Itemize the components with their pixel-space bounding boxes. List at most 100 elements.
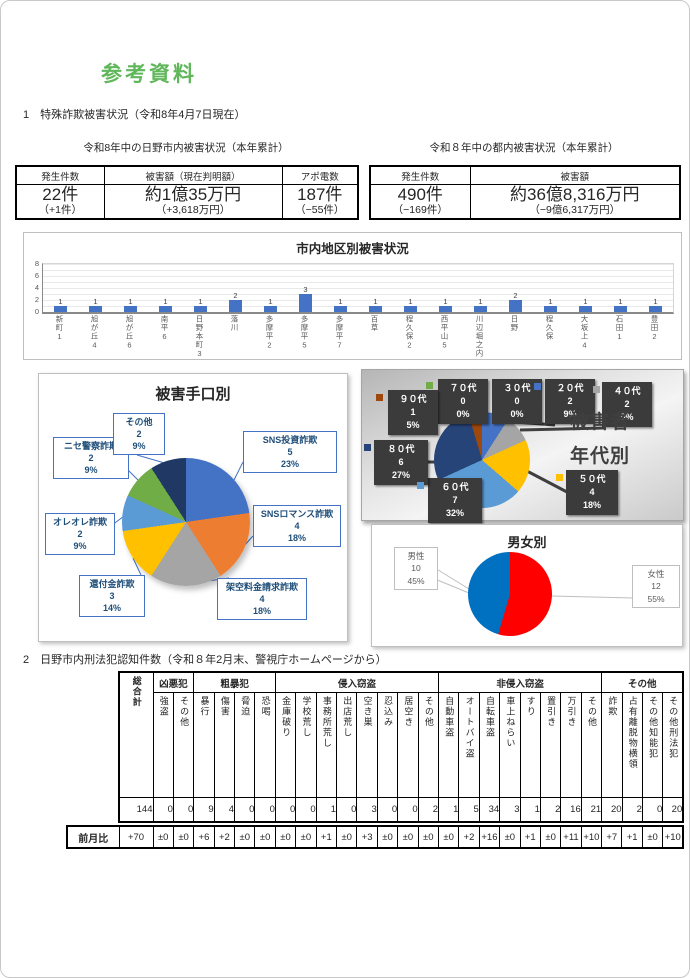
bar-value-label: 1	[338, 296, 343, 306]
age-legend-marker	[364, 444, 371, 451]
crime-subheader: 暴行	[193, 692, 215, 798]
crime-mom-label: 前月比	[66, 825, 120, 849]
crime-mom-value: ±0	[641, 825, 664, 849]
bar	[54, 306, 67, 312]
bar-chart-title: 市内地区別被害状況	[296, 242, 409, 256]
crime-mom-value: ±0	[417, 825, 439, 849]
method-percent: 9%	[132, 441, 146, 452]
crime-total-header: 総合計	[118, 671, 154, 798]
age-percent: 32%	[445, 508, 464, 519]
summary-value-cell: 約36億8,316万円（−9億6,317万円）	[469, 184, 681, 220]
crime-mom-value: ±0	[376, 825, 399, 849]
summary-delta-value: （+1件）	[38, 203, 82, 216]
crime-subheader: 空き巣	[356, 692, 378, 798]
page-title: 参考資料	[101, 63, 197, 86]
crime-value: 0	[234, 797, 256, 823]
crime-subheader: 自動車盗	[438, 692, 460, 798]
y-axis-tick: 8	[34, 259, 39, 268]
bar	[194, 306, 207, 312]
summary-value-cell: 約1億35万円（+3,618万円）	[103, 184, 283, 220]
summary-main-value: 187件	[297, 185, 343, 204]
crime-mom-value: +6	[193, 825, 215, 849]
bar	[369, 306, 382, 312]
bar	[124, 306, 137, 312]
crime-mom-value: +16	[478, 825, 501, 849]
crime-value: 0	[254, 797, 276, 823]
age-label: ９０代	[399, 394, 427, 404]
bar-value-label: 1	[583, 296, 588, 306]
age-legend-marker	[417, 482, 424, 489]
crime-group-header: その他	[601, 671, 684, 693]
bar-slot: 1	[253, 264, 288, 312]
bar-slot: 1	[428, 264, 463, 312]
bar-slot: 3	[288, 264, 323, 312]
bar-value-label: 1	[58, 296, 63, 306]
method-label: オレオレ詐欺	[52, 517, 107, 527]
x-axis-category-label: 南平6	[160, 315, 169, 342]
x-axis-category-label: 落川	[230, 315, 239, 332]
method-pie-title: 被害手口別	[155, 386, 231, 403]
bar-slot: 1	[113, 264, 148, 312]
crime-group-header-row: 総合計凶悪犯粗暴犯侵入窃盗非侵入窃盗その他	[118, 671, 684, 798]
method-label: 還付金詐欺	[89, 579, 135, 589]
age-count: 2	[567, 396, 573, 407]
bar-value-label: 2	[233, 290, 238, 300]
crime-stats-table: 総合計凶悪犯粗暴犯侵入窃盗非侵入窃盗その他強盗その他暴行傷害脅迫恐喝金庫破り学校…	[118, 671, 685, 823]
crime-subheader: 出店荒し	[336, 692, 358, 798]
crime-mom-value: ±0	[397, 825, 419, 849]
bar	[509, 300, 522, 312]
crime-group-header: 非侵入窃盗	[438, 671, 603, 693]
crime-mom-value: ±0	[336, 825, 358, 849]
summary-main-value: 22件	[42, 185, 79, 204]
crime-mom-value: ±0	[437, 825, 460, 849]
age-count: 7	[452, 495, 458, 506]
bar-slot: 1	[148, 264, 183, 312]
crime-subheader: その他	[172, 692, 195, 798]
gender-count: 12	[651, 581, 661, 592]
method-count: 5	[287, 447, 293, 458]
crime-subheader: 傷害	[213, 692, 236, 798]
crime-value: 20	[662, 797, 684, 823]
section2-heading: 2 日野市内刑法犯認知件数（令和８年2月末、警視庁ホームページから）	[23, 654, 387, 666]
crime-value: 0	[376, 797, 399, 823]
method-percent: 23%	[280, 459, 299, 470]
crime-value: 0	[397, 797, 419, 823]
x-axis-category-label: 程久保	[545, 315, 554, 341]
age-count: 6	[398, 457, 404, 468]
method-label: その他	[125, 417, 153, 427]
section1-heading: 1 特殊詐欺被害状況（令和8年4月7日現在）	[23, 109, 246, 121]
bar	[299, 294, 312, 312]
bar-value-label: 1	[198, 296, 203, 306]
summary-value-row: 22件（+1件） 約1億35万円（+3,618万円）187件（−55件）	[15, 184, 359, 220]
bar-slot: 1	[393, 264, 428, 312]
gender-pie-title: 男女別	[507, 535, 547, 550]
bar-slot: 2	[498, 264, 533, 312]
bar	[334, 306, 347, 312]
x-axis-category-label: 大坂上4	[580, 315, 589, 351]
bar-value-label: 1	[443, 296, 448, 306]
crime-subheader: 居空き	[397, 692, 419, 798]
summary-header-row: 発生件数被害額（現在判明額）アポ電数	[15, 165, 359, 185]
age-label: ３０代	[503, 383, 531, 393]
crime-value: 0	[336, 797, 358, 823]
crime-group-header: 粗暴犯	[193, 671, 276, 693]
age-percent: 9%	[620, 412, 634, 423]
x-axis-category-label: 百草	[370, 315, 379, 332]
age-legend-marker	[556, 474, 563, 481]
summary-value-cell: 187件（−55件）	[281, 184, 359, 220]
summary-main-value: 490件	[397, 185, 443, 204]
age-label: ４０代	[613, 386, 641, 396]
crime-mom-value: ±0	[499, 825, 521, 849]
bar	[264, 306, 277, 312]
crime-value: 0	[274, 797, 297, 823]
crime-mom-value: +7	[601, 825, 623, 849]
